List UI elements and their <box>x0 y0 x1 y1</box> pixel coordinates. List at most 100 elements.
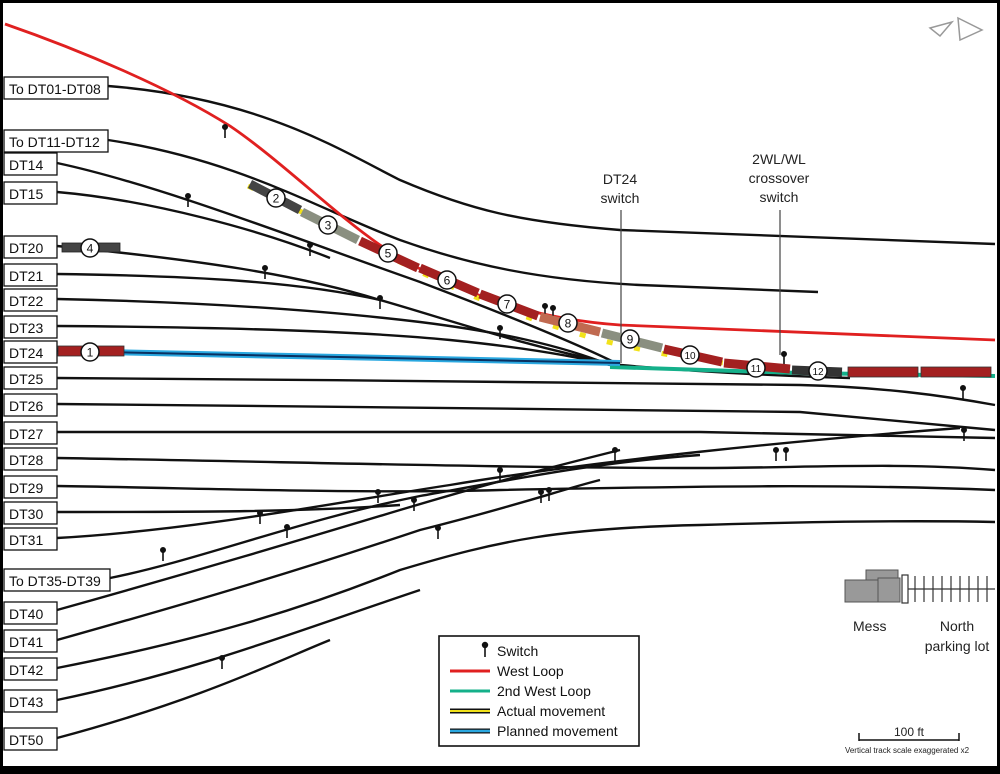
label-dt22: DT22 <box>9 293 43 309</box>
label-dt15: DT15 <box>9 186 43 202</box>
legend-west-loop-label: West Loop <box>497 663 564 679</box>
railcar-4: 4 <box>61 238 121 258</box>
track-dt22 <box>56 297 611 367</box>
railcar-10-number: 10 <box>684 351 696 362</box>
switch-marker <box>185 193 192 207</box>
switch-marker <box>782 446 789 461</box>
switch-marker <box>160 546 167 561</box>
railcar-12: 12 <box>791 361 843 381</box>
railcar-1: 1 <box>57 342 125 362</box>
legend-switch-icon <box>481 641 489 657</box>
switch-marker <box>306 242 313 256</box>
railcar-9-number: 9 <box>627 333 634 347</box>
mess-building <box>844 569 901 603</box>
switch-marker <box>960 426 967 441</box>
label-dt01-dt08: To DT01-DT08 <box>9 81 101 97</box>
label-dt27: DT27 <box>9 426 43 442</box>
planned-movement-core <box>56 350 621 364</box>
track-dt41 <box>56 478 601 642</box>
switch-marker <box>537 488 544 503</box>
label-dt30: DT30 <box>9 506 43 522</box>
north-arrow-icon <box>928 16 984 42</box>
north-parking-label-line2: parking lot <box>925 638 990 654</box>
tracks <box>56 84 996 740</box>
label-dt43: DT43 <box>9 694 43 710</box>
track-dt42 <box>56 519 996 670</box>
label-dt25: DT25 <box>9 371 43 387</box>
railcar-4-number: 4 <box>87 242 94 256</box>
track-dt14 <box>56 161 621 367</box>
crossover-label-line3: switch <box>760 189 799 205</box>
label-dt21: DT21 <box>9 268 43 284</box>
railcar-6: 6 <box>418 263 480 298</box>
switch-marker <box>545 486 552 501</box>
label-dt41: DT41 <box>9 634 43 650</box>
switch-marker <box>772 446 779 461</box>
switch-marker <box>374 488 381 503</box>
label-dt31: DT31 <box>9 532 43 548</box>
label-dt50: DT50 <box>9 732 43 748</box>
legend-planned-movement-label: Planned movement <box>497 723 618 739</box>
switch-marker <box>434 524 441 539</box>
label-dt26: DT26 <box>9 398 43 414</box>
railcar-lead <box>847 366 919 378</box>
switch-marker <box>611 446 618 461</box>
track-dt23 <box>56 324 611 367</box>
label-dt35-dt39: To DT35-DT39 <box>9 573 101 589</box>
railcar-lead-2 <box>920 366 992 378</box>
track-dt43 <box>56 588 421 702</box>
legend: Switch West Loop 2nd West Loop Actual mo… <box>438 635 640 747</box>
switch-marker <box>780 350 787 365</box>
track-dt01-08 <box>107 84 996 246</box>
legend-switch-label: Switch <box>497 643 538 659</box>
railcar-11: 11 <box>723 358 791 378</box>
railcar-7-number: 7 <box>504 298 511 312</box>
scale-note: Vertical track scale exaggerated x2 <box>845 746 970 755</box>
label-dt20: DT20 <box>9 240 43 256</box>
railcar-7: 7 <box>478 289 540 321</box>
track-dt50 <box>56 638 331 740</box>
railcar-11-number: 11 <box>751 364 762 375</box>
label-dt29: DT29 <box>9 480 43 496</box>
railcar-3: 3 <box>299 207 361 245</box>
label-dt24: DT24 <box>9 345 43 361</box>
track-dt35-39 <box>109 453 701 580</box>
track-dt31 <box>56 426 961 540</box>
crossover-label-line2: crossover <box>749 170 810 186</box>
scale-label: 100 ft <box>894 725 925 739</box>
switch-marker <box>959 384 966 399</box>
track-dt11-12 <box>107 138 819 294</box>
railcar-9: 9 <box>600 328 664 353</box>
label-dt28: DT28 <box>9 452 43 468</box>
north-parking-lot <box>901 574 995 604</box>
label-dt23: DT23 <box>9 320 43 336</box>
railcar-6-number: 6 <box>444 274 451 288</box>
crossover-label-line1: 2WL/WL <box>752 151 806 167</box>
switch-marker <box>376 294 383 309</box>
railcar-5: 5 <box>358 236 420 273</box>
track-dt28 <box>56 456 996 472</box>
dt24-switch-label-line2: switch <box>601 190 640 206</box>
railcar-2-number: 2 <box>273 192 280 206</box>
dt24-switch-label-line1: DT24 <box>603 171 637 187</box>
track-dt26 <box>56 402 996 432</box>
track-dt40 <box>56 448 621 612</box>
switch-marker <box>496 324 503 339</box>
legend-actual-movement-label: Actual movement <box>497 703 605 719</box>
switch-markers <box>160 124 967 669</box>
track-dt21 <box>56 272 381 302</box>
railcar-8: 8 <box>538 312 602 337</box>
track-labels: To DT01-DT08 To DT11-DT12 DT14 DT15 DT20… <box>3 76 111 751</box>
switch-marker <box>283 523 290 538</box>
switch-marker <box>261 264 268 279</box>
railcar-2: 2 <box>247 180 303 214</box>
railcar-10: 10 <box>663 344 723 367</box>
railcar-12-number: 12 <box>812 367 824 378</box>
mess-label: Mess <box>853 618 886 634</box>
legend-second-west-loop-label: 2nd West Loop <box>497 683 591 699</box>
railcar-1-number: 1 <box>87 346 94 360</box>
label-dt11-dt12: To DT11-DT12 <box>9 134 100 150</box>
label-dt14: DT14 <box>9 157 43 173</box>
